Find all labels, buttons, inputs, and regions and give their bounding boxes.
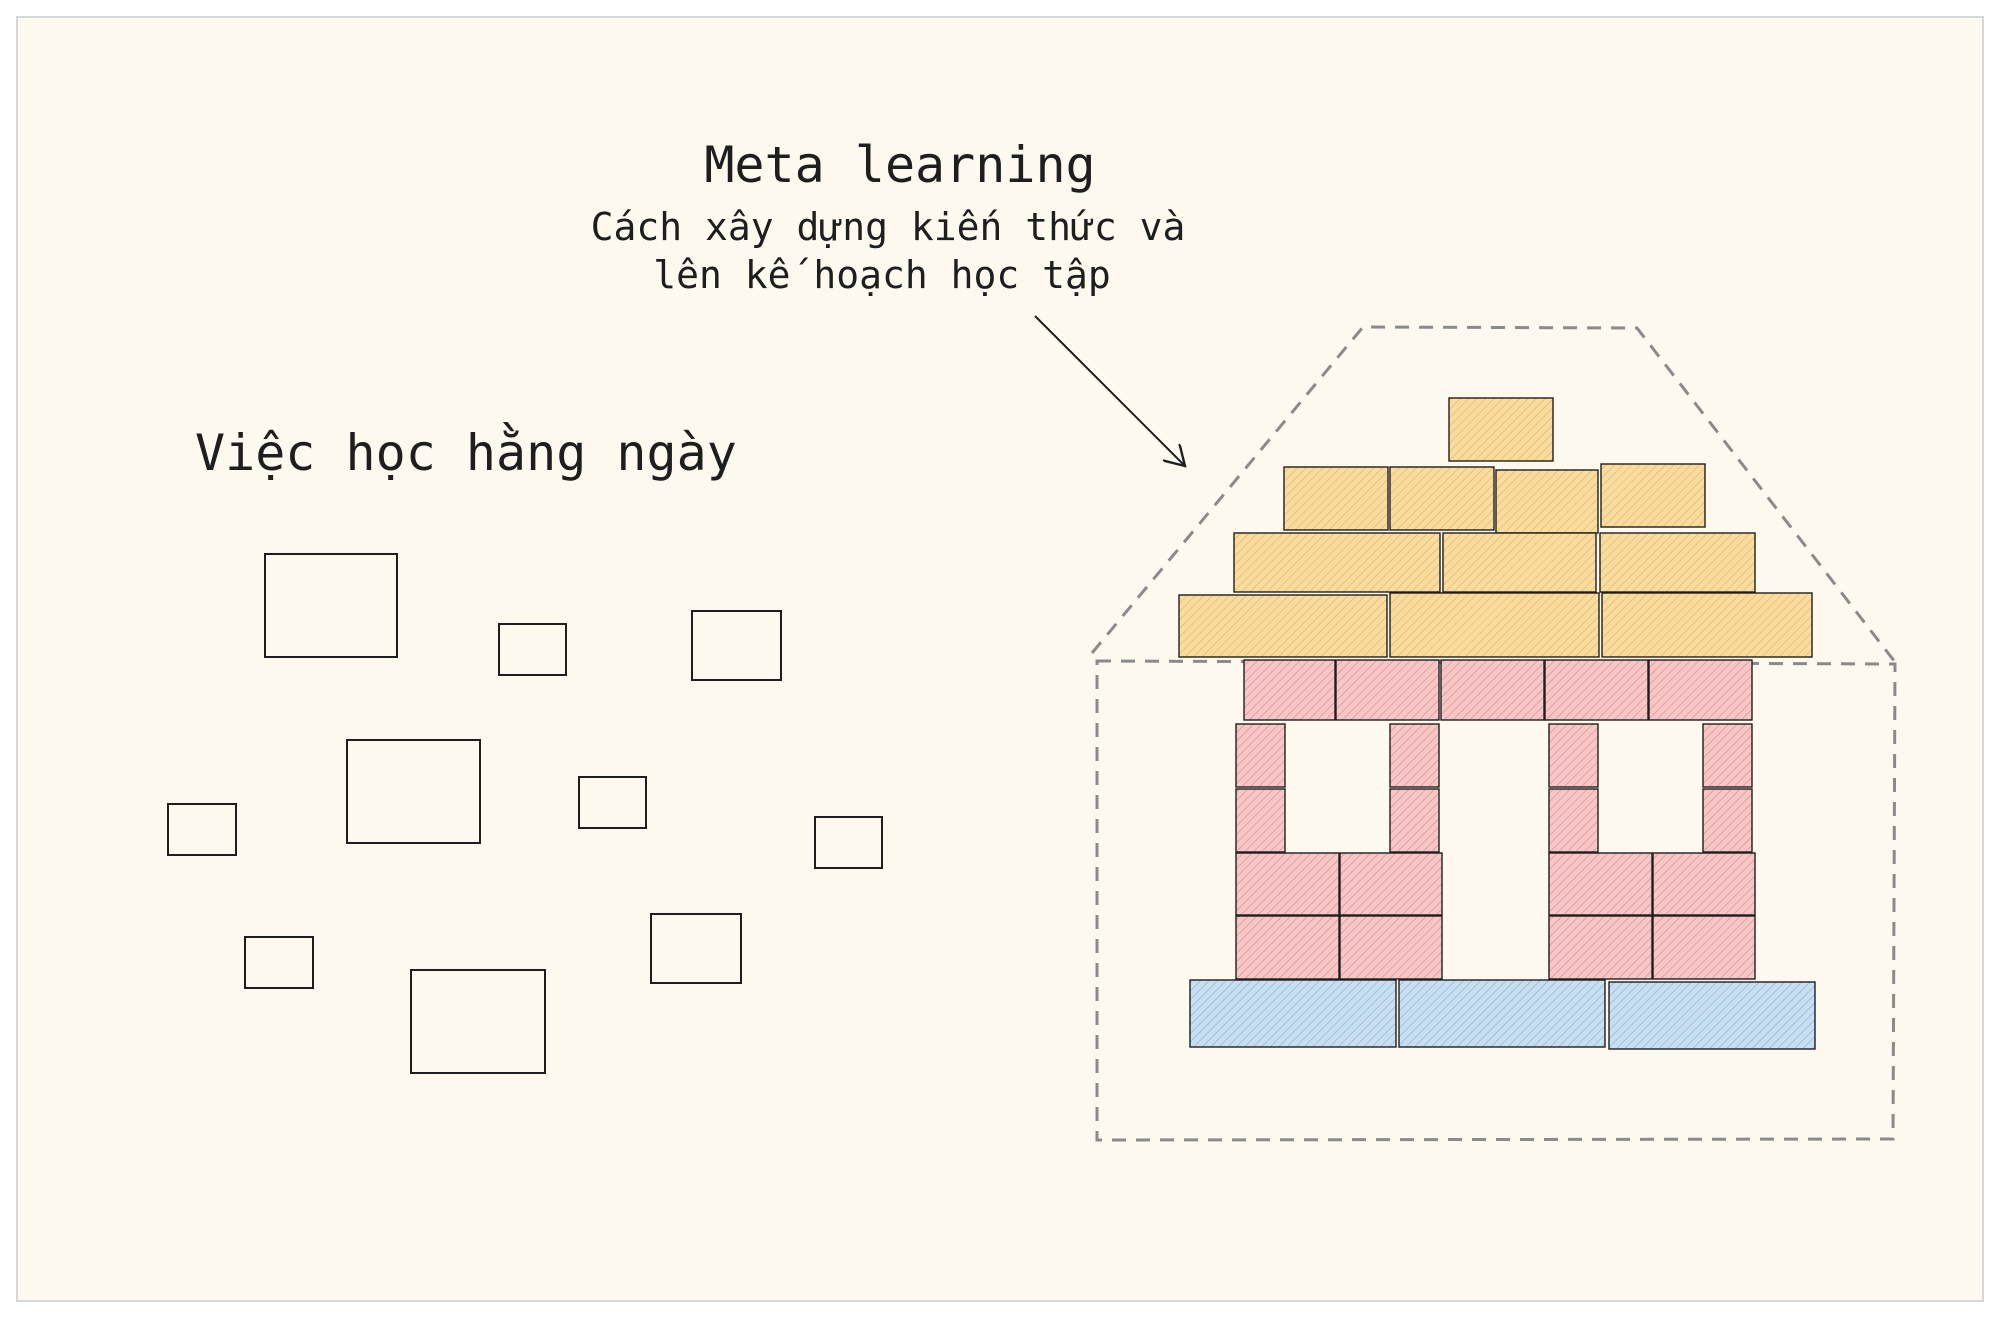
wall-brick <box>1389 723 1440 788</box>
wall-brick <box>1548 852 1653 916</box>
subtitle-line-1: Cách xây dựng kiến thức và <box>591 205 1186 249</box>
learning-box <box>410 969 546 1074</box>
wall-brick <box>1440 659 1545 721</box>
wall-brick <box>1702 788 1753 853</box>
learning-box <box>167 803 237 856</box>
roof-brick <box>1600 463 1706 528</box>
roof-brick <box>1442 532 1597 593</box>
learning-box <box>691 610 782 681</box>
wall-brick <box>1235 788 1286 853</box>
wall-brick <box>1544 659 1649 721</box>
roof-brick <box>1601 592 1813 658</box>
arrow-icon <box>1034 315 1185 466</box>
daily-learning-boxes <box>167 553 883 1074</box>
canvas-background <box>16 16 1984 1302</box>
roof-brick <box>1495 469 1599 534</box>
daily-learning-label: Việc học hằng ngày <box>195 422 737 482</box>
wall-brick <box>1235 852 1340 916</box>
roof-brick <box>1389 466 1495 531</box>
wall-brick <box>1339 852 1443 916</box>
wall-brick <box>1652 915 1756 980</box>
learning-box <box>814 816 883 869</box>
foundation-brick <box>1608 981 1816 1050</box>
wall-brick <box>1548 788 1599 853</box>
learning-box <box>498 623 567 676</box>
wall-brick <box>1548 723 1599 788</box>
wall-brick <box>1235 723 1286 788</box>
learning-box <box>264 553 398 658</box>
roof-brick <box>1233 532 1441 593</box>
learning-box <box>346 739 481 844</box>
subtitle-line-2: lên kế hoạch học tập <box>653 253 1111 297</box>
wall-brick <box>1243 659 1336 721</box>
foundation-bricks <box>1189 979 1816 1050</box>
roof-bricks <box>1178 397 1813 658</box>
roof-brick <box>1389 592 1600 658</box>
foundation-brick <box>1398 979 1606 1048</box>
foundation-brick <box>1189 979 1397 1048</box>
wall-brick <box>1335 659 1440 721</box>
wall-brick <box>1389 788 1440 853</box>
learning-box <box>578 776 647 829</box>
wall-brick <box>1652 852 1756 916</box>
wall-brick <box>1702 723 1753 788</box>
learning-box <box>650 913 742 984</box>
wall-brick <box>1548 915 1653 980</box>
roof-brick <box>1283 466 1389 531</box>
diagram-title: Meta learning <box>704 136 1095 194</box>
wall-brick <box>1339 915 1443 980</box>
wall-bricks <box>1235 659 1756 980</box>
roof-brick <box>1448 397 1554 462</box>
roof-brick <box>1599 532 1756 593</box>
wall-brick <box>1235 915 1340 980</box>
wall-brick <box>1648 659 1753 721</box>
roof-brick <box>1178 594 1388 658</box>
roof-outline <box>1090 325 1897 663</box>
learning-box <box>244 936 314 989</box>
